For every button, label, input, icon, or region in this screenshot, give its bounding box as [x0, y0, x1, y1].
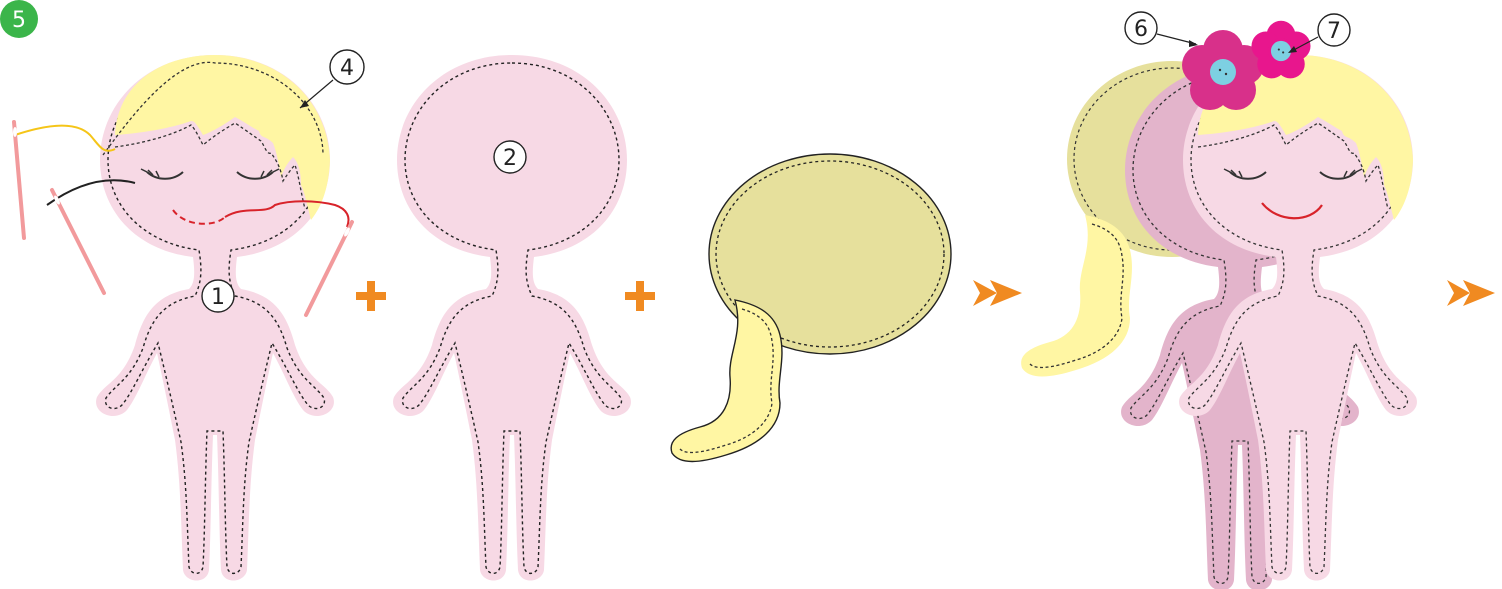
- plus-icon-2: [625, 281, 655, 311]
- yellow-thread: [15, 126, 115, 151]
- label-1-text: 1: [211, 285, 225, 310]
- label-4: 4: [300, 50, 364, 108]
- arrow-icon-1: [973, 280, 1022, 306]
- doll-body-back: [393, 55, 631, 581]
- step-number: 5: [12, 8, 26, 33]
- plus-icon-1: [356, 281, 386, 311]
- label-4-text: 4: [340, 56, 354, 81]
- label-6: 6: [1125, 12, 1198, 47]
- needle-icon-red: [306, 222, 352, 315]
- button-icon-small: [1271, 41, 1291, 61]
- label-1: 1: [202, 280, 234, 312]
- label-6-text: 6: [1134, 17, 1148, 42]
- label-2: 2: [494, 141, 526, 173]
- assembled-hair-curl: [1021, 215, 1132, 377]
- needle-icon-black: [52, 190, 104, 293]
- label-2-text: 2: [503, 146, 517, 171]
- needle-icon-yellow: [13, 122, 24, 238]
- hair-curl-piece: [671, 300, 782, 462]
- assembled-doll: [1021, 21, 1417, 589]
- arrow-icon-2: [1447, 280, 1495, 306]
- label-7-text: 7: [1327, 19, 1341, 44]
- doll-back-piece: [393, 55, 631, 581]
- hair-back-piece: [671, 154, 951, 462]
- flower-icon-small: [1251, 21, 1310, 79]
- flower-icon-large: [1182, 30, 1264, 110]
- button-icon-large: [1210, 59, 1236, 85]
- doll-front-piece: [15, 55, 349, 581]
- step-badge: 5: [0, 0, 38, 38]
